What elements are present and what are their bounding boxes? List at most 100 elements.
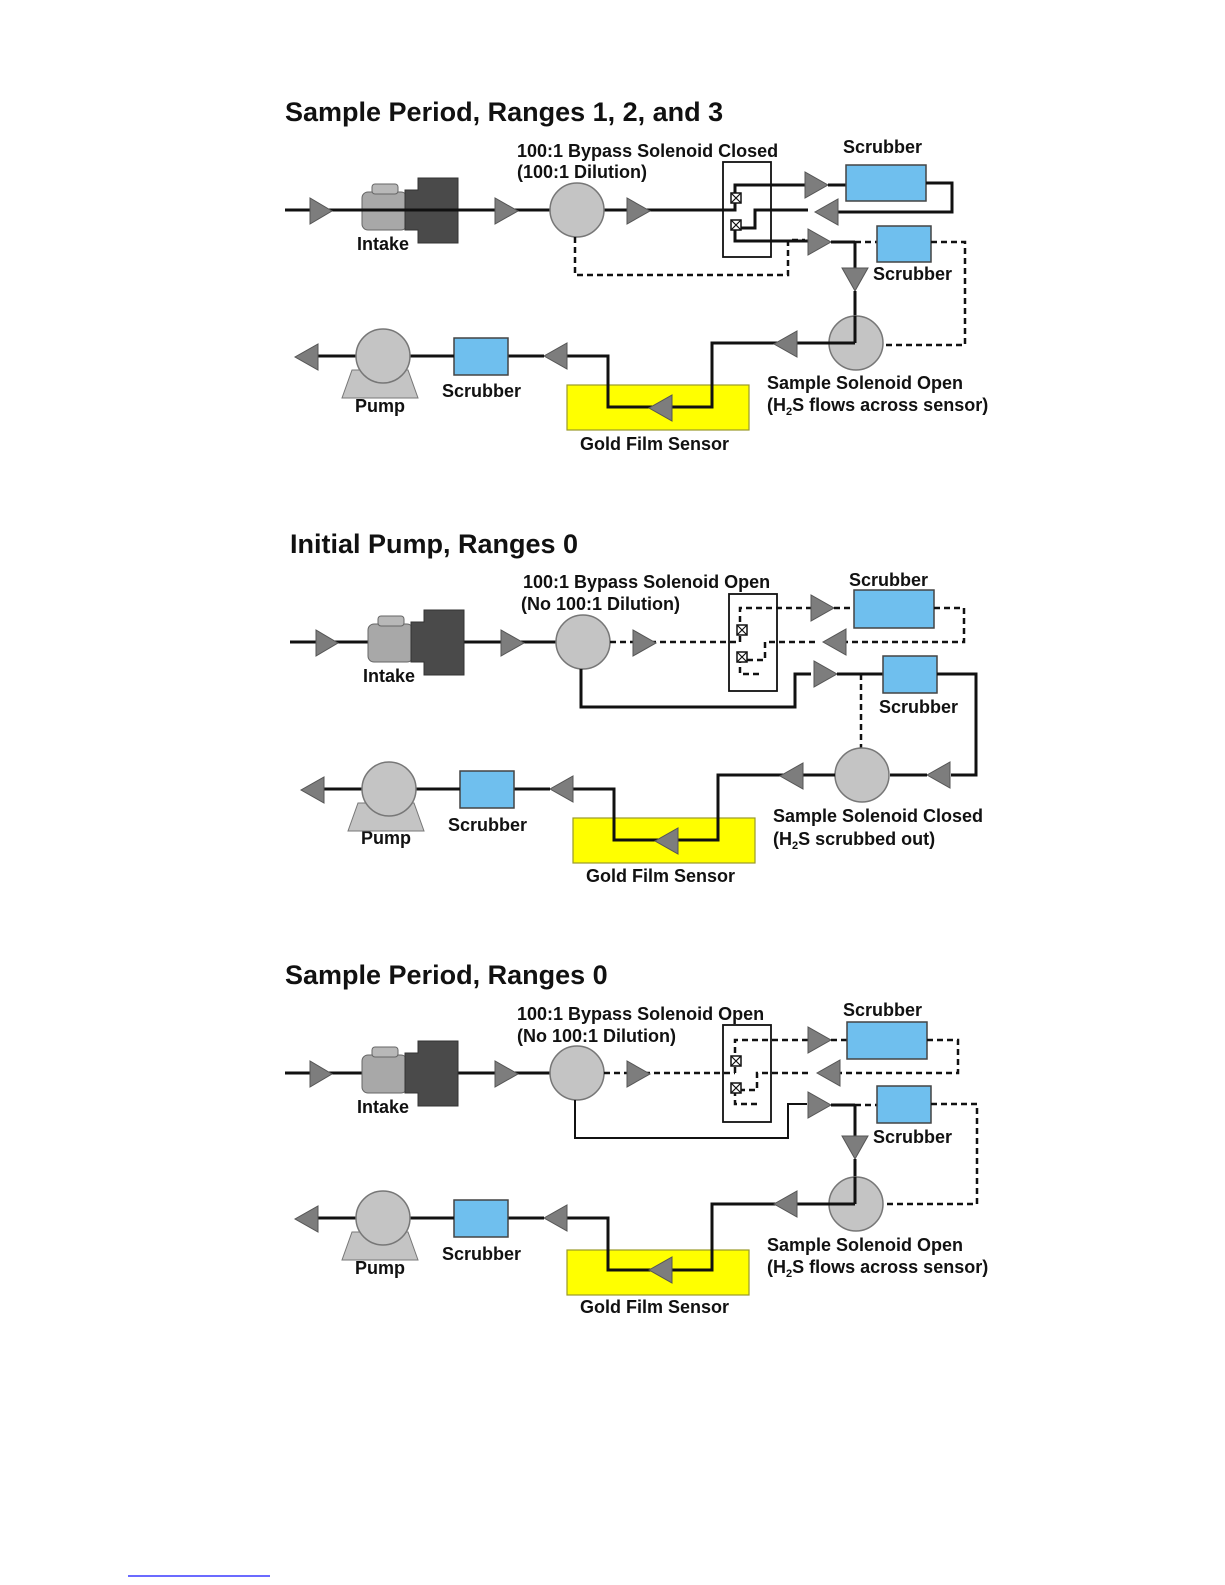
valve-box xyxy=(722,1024,772,1123)
flow-arrow xyxy=(772,1190,798,1218)
intake-icon xyxy=(410,609,465,676)
scrubber-top xyxy=(853,589,935,629)
bypass-solenoid-label: 100:1 Bypass Solenoid Open xyxy=(523,572,770,592)
panel-sample-period-ranges-0: Sample Period, Ranges 0 100:1 Bypass Sol… xyxy=(285,960,988,1317)
scrubber-bottom-label: Scrubber xyxy=(448,815,527,835)
flow-arrow xyxy=(653,827,679,855)
intake-label: Intake xyxy=(357,1097,409,1117)
scrubber-bottom-label: Scrubber xyxy=(442,381,521,401)
flow-arrow xyxy=(626,197,652,225)
scrubber-mid xyxy=(876,225,932,263)
bypass-dilution-label: (No 100:1 Dilution) xyxy=(517,1026,676,1046)
scrubber-return-line xyxy=(937,672,978,777)
panel-title: Sample Period, Ranges 1, 2, and 3 xyxy=(285,97,723,127)
flow-arrow xyxy=(299,776,325,804)
scrubber-top xyxy=(846,1021,928,1060)
scrubber-bottom xyxy=(459,770,515,809)
sensor-label: Gold Film Sensor xyxy=(586,866,735,886)
bypass-dilution-label: (No 100:1 Dilution) xyxy=(521,594,680,614)
scrubber-bypass-line xyxy=(884,1102,979,1206)
flow-arrow xyxy=(309,197,333,225)
flow-arrow xyxy=(494,1060,520,1088)
flow-arrow xyxy=(293,343,319,371)
flow-arrow xyxy=(925,761,951,789)
flow-arrow xyxy=(315,629,339,657)
panel-title: Sample Period, Ranges 0 xyxy=(285,960,608,990)
intake-label: Intake xyxy=(363,666,415,686)
bypass-solenoid-icon xyxy=(549,182,605,238)
intake-cap xyxy=(377,615,405,627)
scrubber-bypass-line xyxy=(884,240,967,347)
flow-arrow xyxy=(647,1256,673,1284)
bypass-solenoid-icon xyxy=(549,1045,605,1101)
flow-arrow xyxy=(632,629,658,657)
flow-arrow xyxy=(548,775,574,803)
pump-icon xyxy=(361,761,417,817)
scrubber-bottom xyxy=(453,1199,509,1238)
scrubber-top-label: Scrubber xyxy=(849,570,928,590)
intake-cap xyxy=(371,1046,399,1058)
pump-label: Pump xyxy=(355,396,405,416)
flow-arrow xyxy=(841,267,869,293)
flow-arrow xyxy=(494,197,520,225)
scrubber-mid-label: Scrubber xyxy=(879,697,958,717)
sample-flow-label: (H2S flows across sensor) xyxy=(767,1257,988,1280)
bypass-line xyxy=(574,1100,807,1139)
pump-label: Pump xyxy=(355,1258,405,1278)
flow-arrow xyxy=(500,629,526,657)
scrubber-bottom-label: Scrubber xyxy=(442,1244,521,1264)
pump-label: Pump xyxy=(361,828,411,848)
flow-arrow xyxy=(841,1135,869,1161)
bypass-solenoid-icon xyxy=(555,614,611,670)
flow-arrow xyxy=(542,1204,568,1232)
sample-solenoid-icon xyxy=(834,747,890,803)
intake-cap xyxy=(371,183,399,195)
sensor-label: Gold Film Sensor xyxy=(580,434,729,454)
bypass-line xyxy=(579,669,811,709)
flow-arrow xyxy=(309,1060,333,1088)
panel-title: Initial Pump, Ranges 0 xyxy=(290,529,578,559)
flow-arrow xyxy=(813,198,839,226)
scrubber-mid xyxy=(882,655,938,694)
sample-solenoid-label: Sample Solenoid Closed xyxy=(773,806,983,826)
bypass-solenoid-label: 100:1 Bypass Solenoid Open xyxy=(517,1004,764,1024)
bypass-solenoid-label: 100:1 Bypass Solenoid Closed xyxy=(517,141,778,161)
flow-arrow xyxy=(815,1059,841,1087)
flow-arrow xyxy=(807,1026,833,1054)
flow-arrow xyxy=(778,762,804,790)
sample-flow-label: (H2S flows across sensor) xyxy=(767,395,988,418)
flow-arrow xyxy=(810,594,836,622)
intake-body xyxy=(367,623,414,663)
flow-arrow xyxy=(807,228,833,256)
sample-solenoid-label: Sample Solenoid Open xyxy=(767,373,963,393)
flow-arrow xyxy=(626,1060,652,1088)
intake-body xyxy=(361,1054,408,1094)
flow-arrow xyxy=(807,1091,833,1119)
panel-sample-period-ranges-123: Sample Period, Ranges 1, 2, and 3 100:1 … xyxy=(285,97,988,454)
sample-solenoid-label: Sample Solenoid Open xyxy=(767,1235,963,1255)
flow-arrow xyxy=(772,330,798,358)
valve-box xyxy=(728,593,778,692)
flow-arrow xyxy=(293,1205,319,1233)
scrubber-top-label: Scrubber xyxy=(843,137,922,157)
panel-initial-pump-ranges-0: Initial Pump, Ranges 0 100:1 Bypass Sole… xyxy=(290,529,983,886)
intake-label: Intake xyxy=(357,234,409,254)
flow-arrow xyxy=(804,171,830,199)
sample-flow-label: (H2S scrubbed out) xyxy=(773,829,935,852)
pump-icon xyxy=(355,328,411,384)
sensor-label: Gold Film Sensor xyxy=(580,1297,729,1317)
flow-arrow xyxy=(821,628,847,656)
scrubber-mid-label: Scrubber xyxy=(873,264,952,284)
scrubber-mid-label: Scrubber xyxy=(873,1127,952,1147)
scrubber-mid xyxy=(876,1085,932,1124)
pump-icon xyxy=(355,1190,411,1246)
flow-arrow xyxy=(647,394,673,422)
flow-arrow xyxy=(813,660,839,688)
scrubber-top xyxy=(845,164,927,202)
bypass-dilution-label: (100:1 Dilution) xyxy=(517,162,647,182)
scrubber-bottom xyxy=(453,337,509,376)
scrubber-top-label: Scrubber xyxy=(843,1000,922,1020)
intake-icon xyxy=(404,1040,459,1107)
